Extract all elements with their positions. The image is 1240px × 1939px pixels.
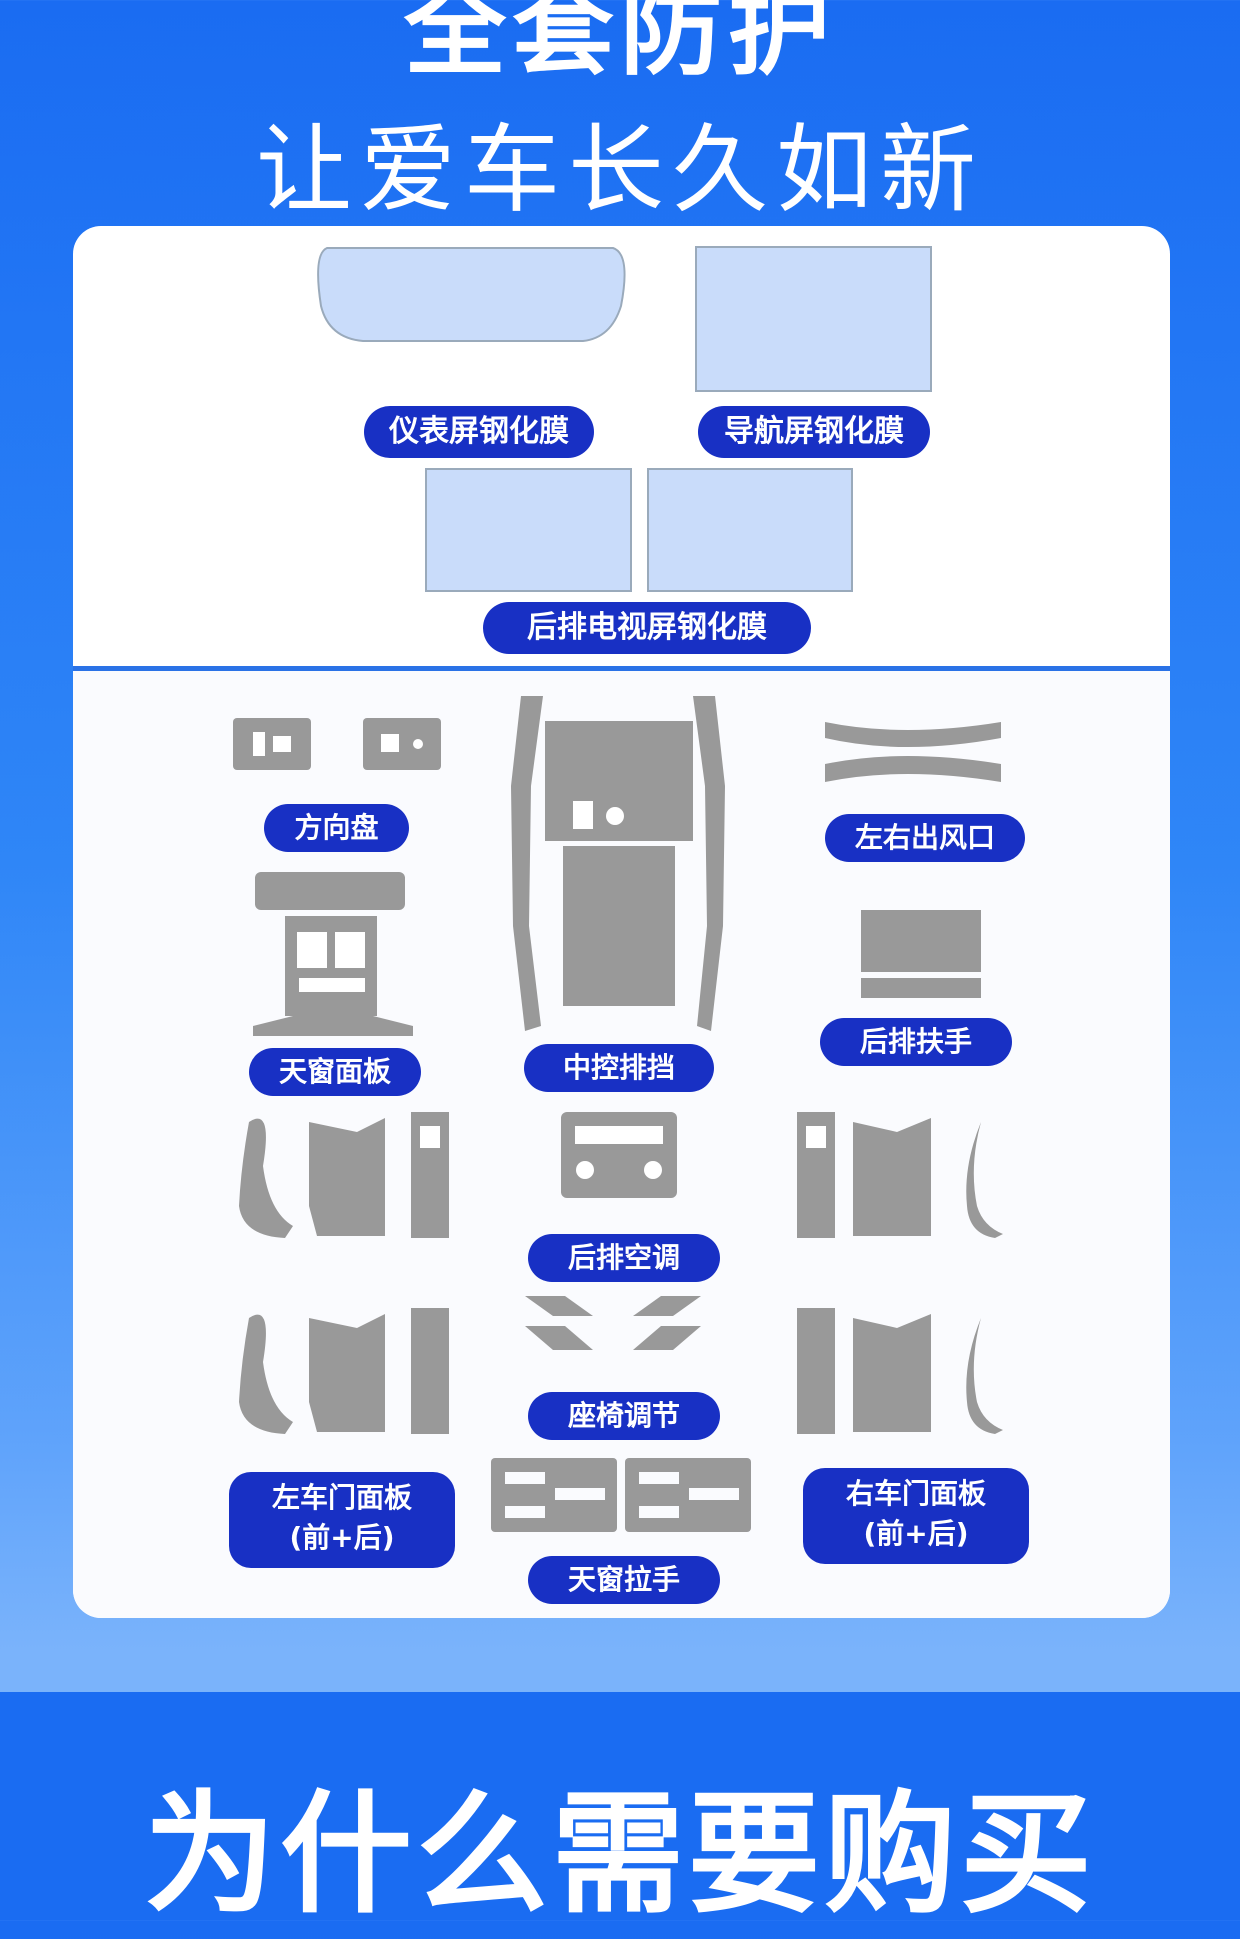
left-door-rear-film [239,1308,449,1434]
left-door-label: 左车门面板 (前+后) [229,1472,455,1568]
product-card: 仪表屏钢化膜 导航屏钢化膜 后排电视屏钢化膜 [73,226,1170,1618]
left-door-label-line1: 左车门面板 [271,1481,412,1514]
right-door-label: 右车门面板 (前+后) [803,1468,1029,1564]
seat-adjust-label: 座椅调节 [528,1392,720,1440]
seat-adjust-film [525,1296,701,1350]
instrument-screen-label: 仪表屏钢化膜 [364,406,594,458]
bottom-title: 为什么需要购买 [144,1778,1096,1932]
steering-wheel-label: 方向盘 [264,804,409,852]
left-door-front-film [239,1112,449,1238]
rear-armrest-film [861,910,981,998]
bottom-banner [0,1692,1240,1920]
steering-wheel-film [233,718,441,770]
rear-ac-film [561,1112,677,1198]
air-vents-film [825,722,1001,782]
navigation-screen-film [695,246,932,392]
screen-films-illustration [317,247,626,342]
rear-ac-label: 后排空调 [528,1234,720,1282]
sunroof-panel-film [253,872,413,1036]
rear-armrest-label: 后排扶手 [820,1018,1012,1066]
sunroof-panel-label: 天窗面板 [249,1048,421,1096]
hero-title-line2: 让爱车长久如新 [256,114,984,226]
rear-tv-screen-label: 后排电视屏钢化膜 [483,602,811,654]
left-door-label-line2: (前+后) [289,1521,395,1554]
right-door-label-line1: 右车门面板 [845,1477,986,1510]
rear-tv-screen-film-right [647,468,853,592]
right-door-front-film [797,1112,1003,1238]
interior-parts-illustration [233,696,1003,1532]
right-door-label-line2: (前+后) [863,1517,969,1550]
center-console-label: 中控排挡 [524,1044,714,1092]
sunroof-handle-label: 天窗拉手 [528,1556,720,1604]
instrument-screen-film [317,247,626,342]
navigation-screen-label: 导航屏钢化膜 [698,406,930,458]
right-door-rear-film [797,1308,1003,1434]
air-vents-label: 左右出风口 [825,814,1025,862]
center-console-film [511,696,725,1031]
section-divider [73,666,1170,671]
hero-title-line1: 全套防护 [404,0,836,90]
rear-tv-screen-film-left [425,468,632,592]
